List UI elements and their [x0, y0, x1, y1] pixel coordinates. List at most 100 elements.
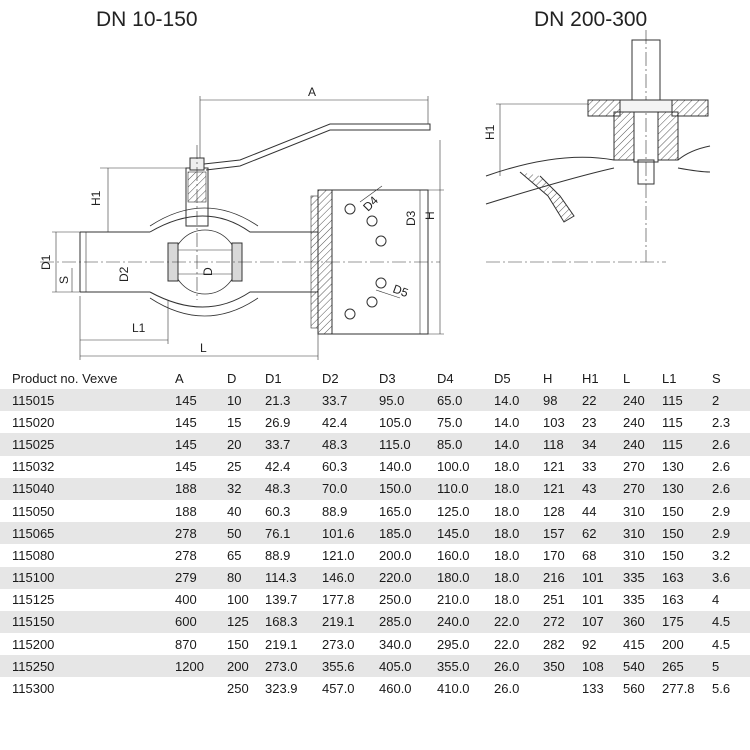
table-cell: 265: [662, 655, 712, 678]
column-header: D2: [322, 370, 339, 386]
table-cell: 250.0: [379, 588, 437, 611]
table-cell: 115025: [0, 433, 175, 456]
table-cell: 115050: [0, 499, 175, 523]
table-cell: 210.0: [437, 588, 494, 611]
table-cell: 130: [662, 455, 712, 478]
column-header: D: [227, 370, 237, 386]
table-cell: 140.0: [379, 455, 437, 478]
table-cell: 107: [582, 610, 623, 634]
table-cell: 145.0: [437, 522, 494, 545]
table-cell: 43: [582, 477, 623, 500]
table-cell: 115065: [0, 522, 175, 545]
dim-label-h1: H1: [89, 190, 103, 206]
table-cell: 101: [582, 566, 623, 589]
column-header: H: [543, 370, 553, 386]
table-cell: 14.0: [494, 389, 543, 412]
table-cell: 33.7: [322, 389, 379, 412]
table-cell: 220.0: [379, 566, 437, 589]
table-cell: 115200: [0, 633, 175, 656]
table-cell: 125: [227, 610, 265, 634]
table-cell: 185.0: [379, 522, 437, 545]
table-cell: 21.3: [265, 389, 322, 412]
table-cell: 115: [662, 411, 712, 434]
table-cell: 115300: [0, 677, 175, 700]
table-cell: 279: [175, 566, 227, 589]
table-cell: 273.0: [322, 633, 379, 656]
table-cell: 335: [623, 566, 662, 589]
table-cell: 25: [227, 455, 265, 478]
table-cell: 14.0: [494, 433, 543, 456]
table-cell: 70.0: [322, 477, 379, 500]
table-cell: 282: [543, 633, 582, 656]
dim-label-d3: D3: [404, 210, 418, 226]
column-header: S: [712, 370, 721, 386]
table-cell: 160.0: [437, 544, 494, 567]
column-header: Product no. Vexve: [12, 370, 118, 386]
table-cell: 40: [227, 499, 265, 523]
table-cell: 180.0: [437, 566, 494, 589]
table-cell: 540: [623, 655, 662, 678]
table-cell: 177.8: [322, 588, 379, 611]
table-cell: 150: [662, 522, 712, 545]
table-cell: 18.0: [494, 566, 543, 589]
column-header: H1: [582, 370, 599, 386]
table-cell: 219.1: [265, 633, 322, 656]
table-cell: 115032: [0, 455, 175, 478]
table-cell: 18.0: [494, 588, 543, 611]
dim-label-a: A: [308, 85, 316, 99]
table-cell: 146.0: [322, 566, 379, 589]
table-cell: 150: [662, 499, 712, 523]
table-cell: 128: [543, 499, 582, 523]
table-cell: 4.5: [712, 633, 750, 656]
table-cell: 60.3: [322, 455, 379, 478]
table-cell: 145: [175, 389, 227, 412]
table-cell: 121.0: [322, 544, 379, 567]
table-cell: 14.0: [494, 411, 543, 434]
valve-technical-drawing: A H1 D4 D3 H D1 S D2 D D5 L1 L H1: [39, 30, 711, 360]
table-cell: 101: [582, 588, 623, 611]
table-cell: 2.9: [712, 522, 750, 545]
table-cell: 200: [662, 633, 712, 656]
table-cell: 188: [175, 477, 227, 500]
table-cell: 100: [227, 588, 265, 611]
table-cell: 18.0: [494, 499, 543, 523]
table-cell: 2.9: [712, 499, 750, 523]
dim-label-l1: L1: [132, 321, 146, 335]
table-cell: 157: [543, 522, 582, 545]
table-cell: 33: [582, 455, 623, 478]
table-cell: 278: [175, 522, 227, 545]
table-cell: 200: [227, 655, 265, 678]
column-header: D1: [265, 370, 282, 386]
table-cell: 175: [662, 610, 712, 634]
table-cell: 44: [582, 499, 623, 523]
table-cell: 26.0: [494, 677, 543, 700]
table-cell: 50: [227, 522, 265, 545]
table-cell: 5: [712, 655, 750, 678]
table-cell: 270: [623, 477, 662, 500]
table-cell: 277.8: [662, 677, 712, 700]
table-cell: 310: [623, 499, 662, 523]
table-cell: 15: [227, 411, 265, 434]
column-header: D4: [437, 370, 454, 386]
table-cell: 42.4: [265, 455, 322, 478]
table-cell: 18.0: [494, 522, 543, 545]
table-cell: 26.0: [494, 655, 543, 678]
table-cell: 163: [662, 566, 712, 589]
table-cell: 115150: [0, 610, 175, 634]
table-cell: 115: [662, 433, 712, 456]
table-cell: 20: [227, 433, 265, 456]
table-cell: 2: [712, 389, 750, 412]
table-cell: 32: [227, 477, 265, 500]
table-cell: 600: [175, 610, 227, 634]
table-cell: 139.7: [265, 588, 322, 611]
table-cell: 216: [543, 566, 582, 589]
table-cell: 60.3: [265, 499, 322, 523]
table-cell: 3.6: [712, 566, 750, 589]
dim-label-l: L: [200, 341, 207, 355]
